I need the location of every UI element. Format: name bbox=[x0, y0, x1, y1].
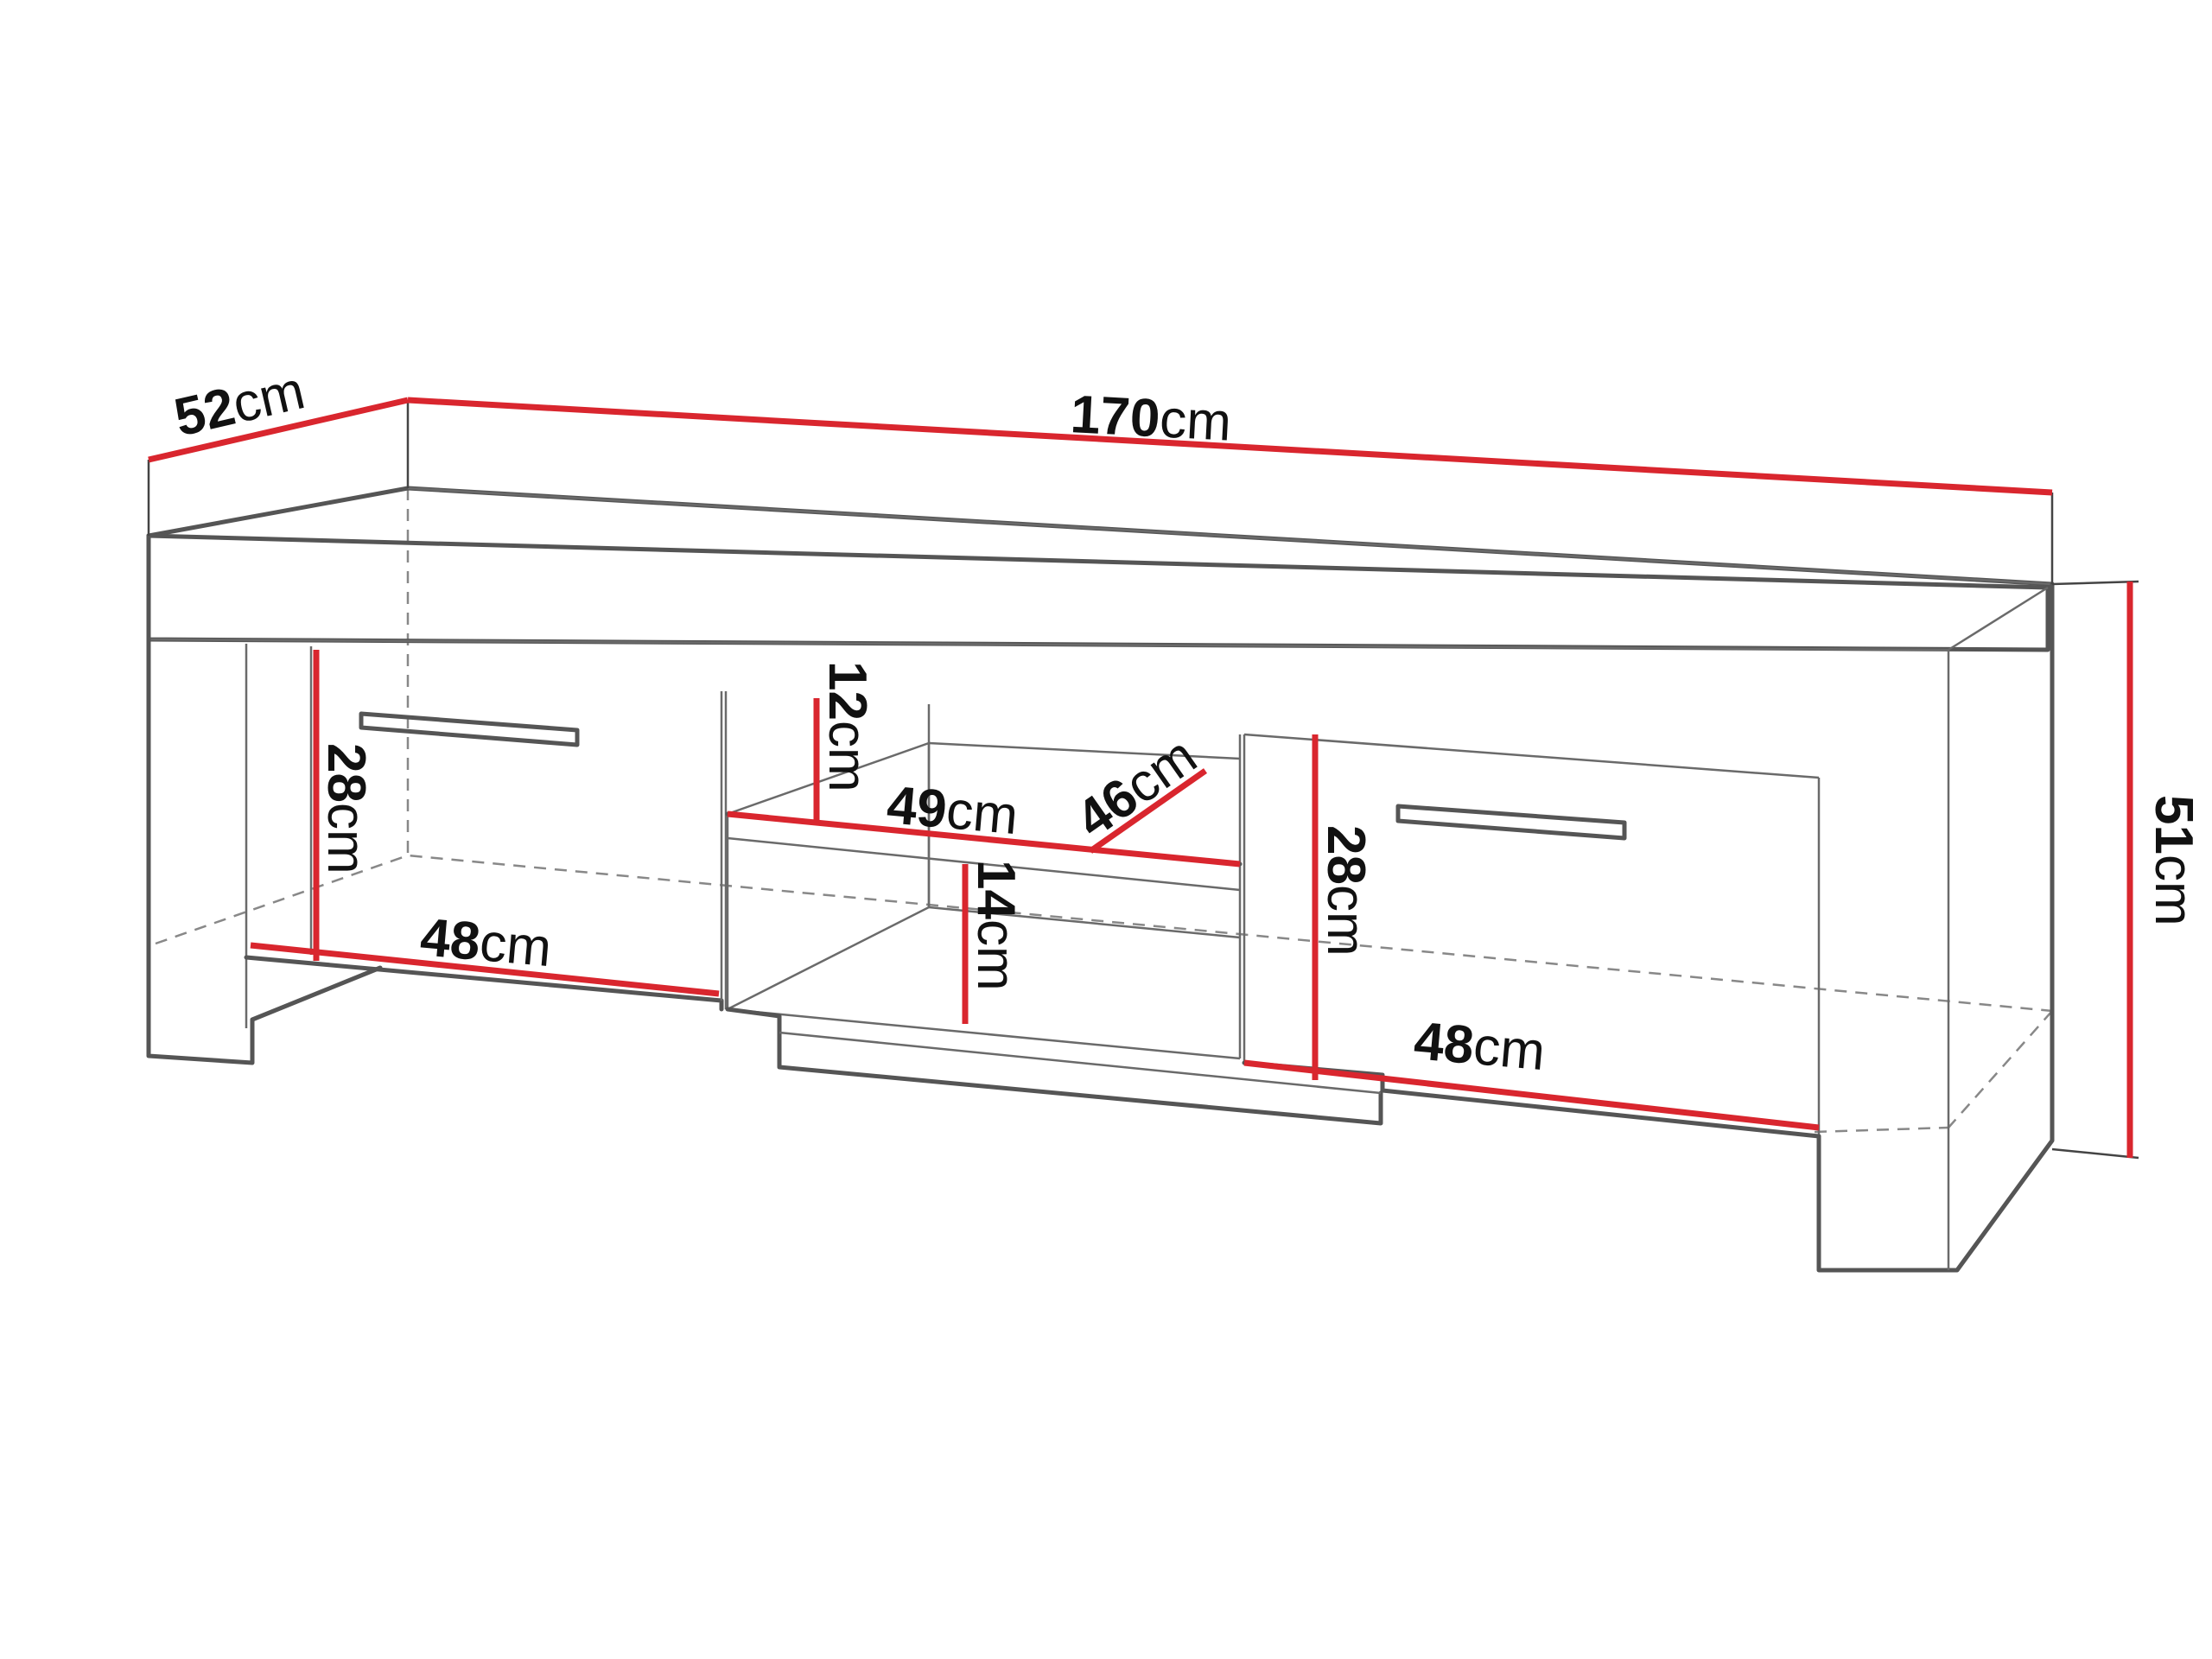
left-door-height-label: 28cm bbox=[316, 743, 376, 874]
right-door-width-line bbox=[1243, 1059, 1820, 1131]
hidden-edges bbox=[155, 488, 2053, 1134]
right-door-height-label: 28cm bbox=[1316, 825, 1376, 957]
right-door-width-label: 48cm bbox=[1412, 1011, 1548, 1082]
left-leg bbox=[146, 533, 383, 1065]
depth-label: 52cm bbox=[169, 360, 310, 448]
top-slab bbox=[146, 486, 2055, 652]
dimension-lines bbox=[148, 397, 2133, 1158]
left-door-width-label: 48cm bbox=[418, 907, 554, 978]
height-label: 51cm bbox=[2144, 795, 2203, 926]
width-dimension-line bbox=[407, 397, 2053, 496]
right-side-panel bbox=[1816, 582, 2055, 1273]
shelf-low-height-label: 14cm bbox=[966, 860, 1026, 991]
right-door-handle bbox=[1395, 804, 1627, 841]
extension-lines bbox=[147, 400, 2139, 1160]
shelf-width-line bbox=[727, 810, 1241, 868]
depth-dimension-line bbox=[148, 397, 409, 463]
left-door-width-line bbox=[250, 942, 720, 997]
middle-plinth bbox=[725, 1007, 1383, 1126]
left-door bbox=[244, 691, 724, 1012]
shelf-top-height-label: 12cm bbox=[817, 661, 877, 792]
left-door-handle bbox=[359, 711, 580, 747]
shelf-width-label: 49cm bbox=[885, 775, 1020, 846]
shelf-depth-label: 46cm bbox=[1065, 726, 1207, 849]
width-label: 170cm bbox=[1069, 385, 1232, 453]
shelf-depth-line bbox=[1088, 768, 1208, 854]
